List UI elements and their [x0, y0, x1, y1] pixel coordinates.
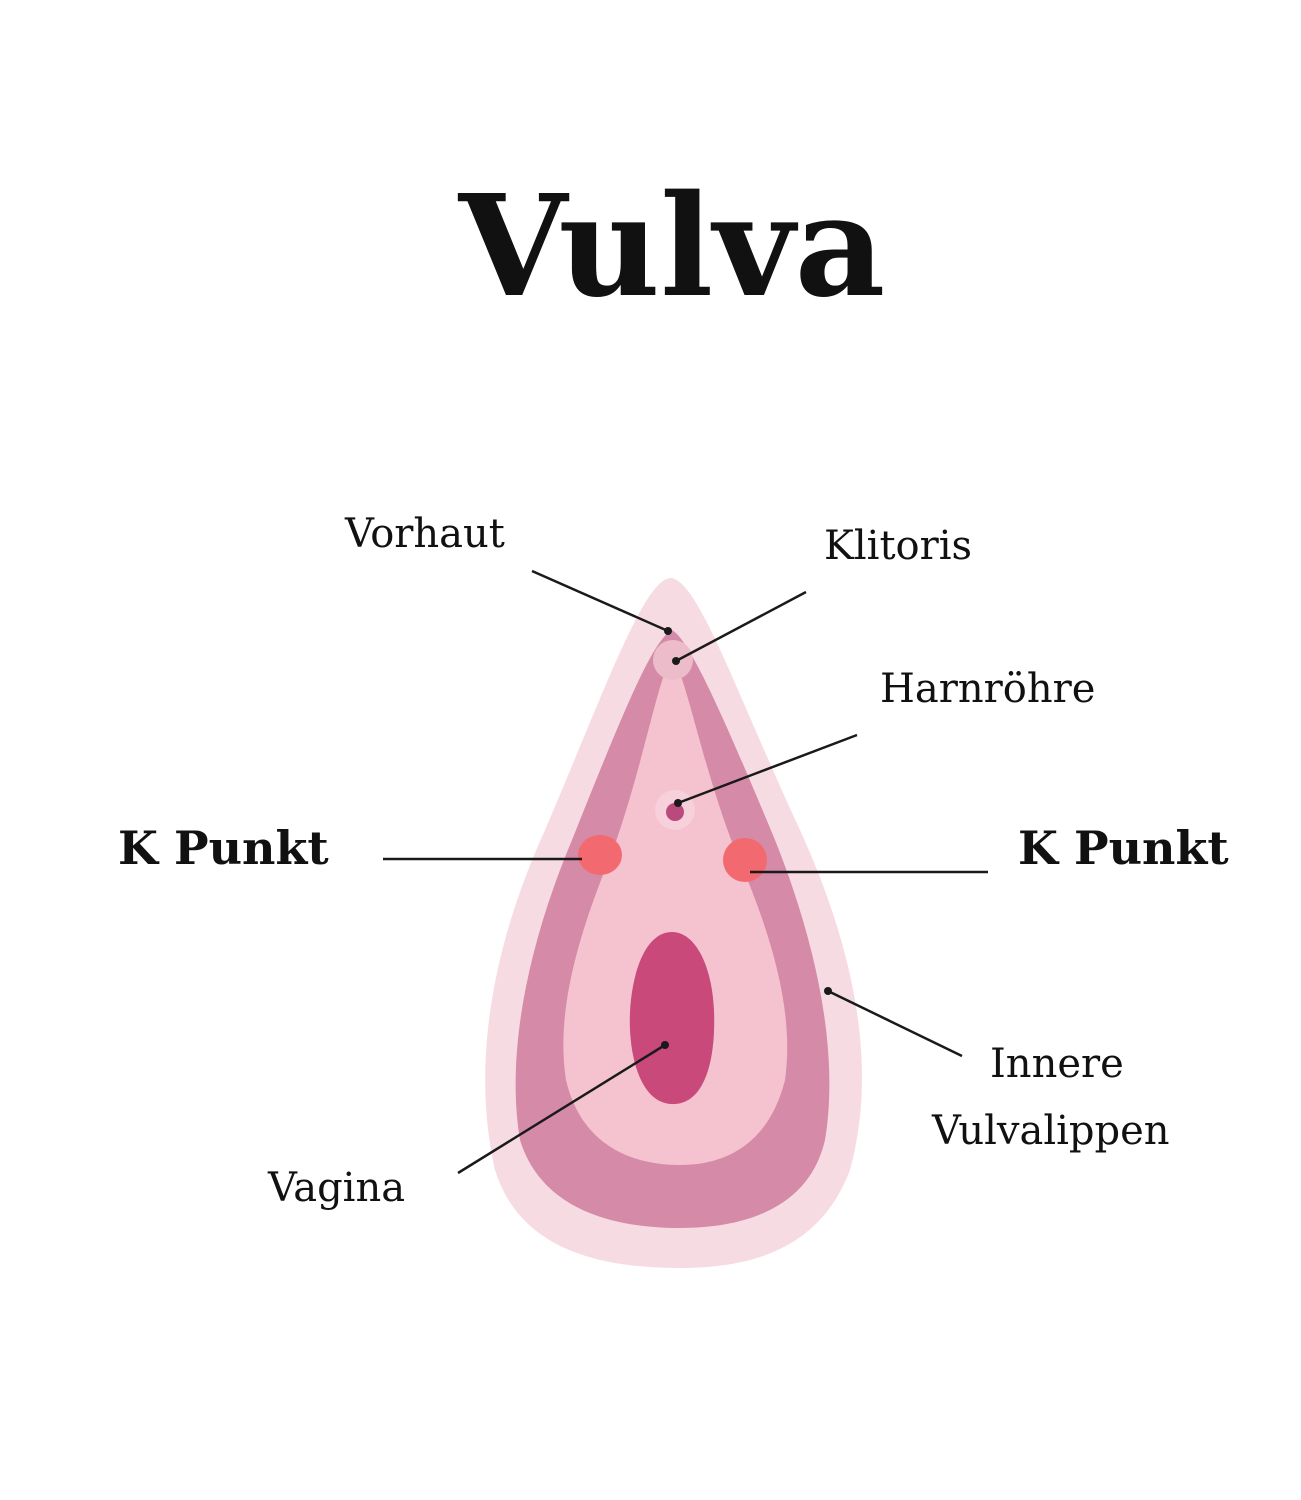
label-innere-line1: Innere	[990, 1041, 1124, 1087]
k-punkt-left-spot	[578, 835, 622, 875]
label-vagina: Vagina	[267, 1165, 405, 1211]
vestibule-shape	[563, 660, 788, 1165]
vorhaut-leader	[531, 569, 669, 633]
annotation-leaders	[383, 569, 988, 1175]
urethra-opening	[666, 803, 684, 821]
vagina-opening-shape	[629, 932, 715, 1105]
label-klitoris: Klitoris	[824, 523, 972, 569]
harnroehre-leader	[677, 733, 858, 805]
label-k-punkt-left: K Punkt	[118, 821, 329, 875]
klitoris-leader-dot	[672, 657, 680, 665]
annotation-labels: Vorhaut Klitoris Harnröhre K Punkt K Pun…	[118, 511, 1229, 1211]
harnroehre-leader-dot	[674, 799, 682, 807]
vulva-illustration	[485, 577, 862, 1268]
diagram-title: Vulva	[458, 165, 886, 329]
label-innere-line2: Vulvalippen	[931, 1108, 1170, 1154]
vagina-leader-dot	[661, 1041, 669, 1049]
label-vorhaut: Vorhaut	[344, 511, 505, 557]
label-k-punkt-right: K Punkt	[1018, 821, 1229, 875]
innere-vulvalippen-leader-dot	[824, 987, 832, 995]
vorhaut-leader-dot	[664, 627, 672, 635]
klitoris-leader	[675, 590, 807, 663]
vagina-leader	[457, 1043, 666, 1175]
innere-vulvalippen-leader	[827, 989, 963, 1058]
k-punkt-right-spot	[723, 838, 767, 882]
label-harnroehre: Harnröhre	[880, 666, 1095, 712]
